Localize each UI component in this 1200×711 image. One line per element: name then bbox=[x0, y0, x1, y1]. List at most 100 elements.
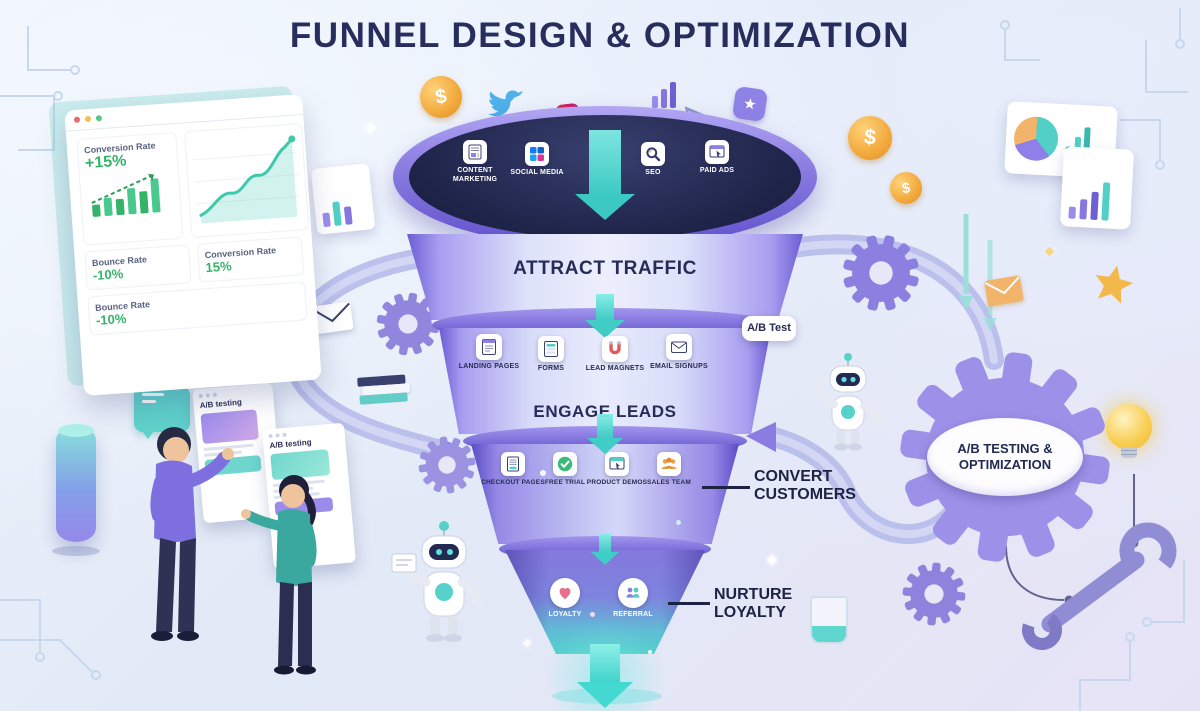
forms-icon bbox=[538, 336, 564, 362]
funnel-item-product-demos: PRODUCT DEMOS bbox=[585, 452, 649, 487]
funnel-item-label: SOCIAL MEDIA bbox=[510, 169, 564, 176]
funnel-item-email-signups: EMAIL SIGNUPS bbox=[647, 334, 711, 372]
gear-icon bbox=[418, 436, 476, 494]
checkout-pages-icon bbox=[501, 452, 525, 476]
glow-dot bbox=[676, 520, 681, 525]
star-icon bbox=[1095, 265, 1134, 304]
convert-connector-line bbox=[702, 486, 750, 489]
paid-ads-icon bbox=[705, 140, 729, 164]
funnel-item-sales-team: SALES TEAM bbox=[637, 452, 701, 487]
flow-arrow-2-head bbox=[587, 438, 623, 454]
bounce-rate-card: Bounce Rate -10% bbox=[84, 244, 192, 291]
flow-arrow-1-head bbox=[585, 320, 625, 338]
nurture-connector-line bbox=[668, 602, 710, 605]
funnel-item-label: EMAIL SIGNUPS bbox=[650, 363, 708, 370]
bar-chart-icon bbox=[652, 82, 676, 108]
lead-magnet-icon bbox=[602, 336, 628, 362]
conversion-rate-mini-card: Conversion Rate 15% bbox=[196, 236, 305, 283]
robot-assistant bbox=[812, 353, 882, 451]
funnel-item-label: LEAD MAGNETS bbox=[585, 365, 645, 372]
entry-arrow-head bbox=[575, 194, 635, 220]
funnel-item-label: LOYALTY bbox=[548, 611, 582, 618]
funnel-item-label: SEO bbox=[645, 169, 661, 176]
exit-arrow-head bbox=[577, 682, 633, 708]
robot-helper bbox=[391, 521, 483, 642]
bounce-rate-mini-card: Bounce Rate -10% bbox=[87, 281, 308, 336]
nurture-loyalty-label: NURTURE LOYALTY bbox=[714, 586, 793, 621]
flow-arrow-3 bbox=[599, 534, 611, 554]
content-marketing-icon bbox=[463, 140, 487, 164]
flow-arrow-2 bbox=[597, 414, 613, 440]
referral-people-icon bbox=[618, 578, 648, 608]
gear-icon bbox=[842, 234, 920, 312]
window-dot-red bbox=[73, 116, 81, 123]
beaker-icon bbox=[810, 596, 848, 644]
email-signup-icon bbox=[666, 334, 692, 360]
ribbon-arrowhead-left bbox=[746, 422, 776, 452]
flow-arrow-3-head bbox=[591, 552, 619, 565]
glow-dot bbox=[540, 470, 546, 476]
funnel-item-checkout-pages: CHECKOUT PAGES bbox=[481, 452, 545, 487]
funnel-item-paid-ads: PAID ADS bbox=[685, 140, 749, 176]
glass-cylinder-icon bbox=[52, 424, 100, 556]
people-illustration bbox=[150, 427, 317, 675]
ab-testing-gear-label: A/B TESTING & OPTIMIZATION bbox=[957, 441, 1053, 472]
social-media-icon bbox=[525, 142, 549, 166]
person-man bbox=[150, 427, 234, 641]
flow-arrow-1 bbox=[596, 294, 614, 322]
free-trial-check-icon bbox=[553, 452, 577, 476]
funnel-item-referral: REFERRAL bbox=[601, 578, 665, 620]
funnel-item-label: CONTENT MARKETING bbox=[452, 167, 498, 183]
funnel-item-seo: SEO bbox=[621, 142, 685, 178]
exit-arrow bbox=[590, 644, 620, 684]
funnel-item-forms: FORMS bbox=[519, 336, 583, 374]
conversion-rate-card: Conversion Rate +15% bbox=[76, 131, 184, 246]
pie-chart-icon bbox=[1012, 115, 1060, 162]
gear-icon bbox=[902, 562, 966, 626]
stage-engage-label: ENGAGE LEADS bbox=[533, 402, 677, 421]
envelope-icon bbox=[984, 275, 1024, 307]
wrench-icon bbox=[1022, 522, 1177, 650]
funnel-item-content-marketing: CONTENT MARKETING bbox=[443, 140, 507, 185]
funnel-item-label: PAID ADS bbox=[699, 167, 735, 174]
funnel-item-social-media: SOCIAL MEDIA bbox=[505, 142, 569, 178]
funnel-item-lead-magnets: LEAD MAGNETS bbox=[583, 336, 647, 374]
panel-body: Conversion Rate +15% bbox=[66, 115, 318, 344]
sales-team-icon bbox=[657, 452, 681, 476]
funnel-item-landing-pages: LANDING PAGES bbox=[457, 334, 521, 372]
twitter-bird-icon bbox=[488, 90, 524, 117]
funnel-item-label: CHECKOUT PAGES bbox=[481, 479, 545, 486]
lightbulb-icon bbox=[1106, 404, 1152, 458]
funnel-item-label: SALES TEAM bbox=[647, 479, 691, 486]
marketing-funnel: CONTENT MARKETING SOCIAL MEDIA SEO PAID … bbox=[393, 106, 817, 711]
seo-magnifier-icon bbox=[641, 142, 665, 166]
mini-chart-card bbox=[310, 163, 376, 235]
entry-arrow bbox=[589, 130, 621, 196]
funnel-item-label: FREE TRIAL bbox=[544, 479, 586, 486]
ab-test-badge: A/B Test bbox=[742, 316, 796, 341]
gear-icon bbox=[376, 292, 440, 356]
bar-chart-card bbox=[1059, 146, 1135, 230]
funnel-item-label: LANDING PAGES bbox=[458, 363, 520, 370]
product-demo-icon bbox=[605, 452, 629, 476]
funnel-item-label: FORMS bbox=[537, 365, 565, 372]
landing-pages-icon bbox=[476, 334, 502, 360]
convert-customers-label: CONVERT CUSTOMERS bbox=[754, 468, 856, 503]
line-chart bbox=[193, 135, 300, 224]
funnel-item-free-trial: FREE TRIAL bbox=[533, 452, 597, 487]
page-title: FUNNEL DESIGN & OPTIMIZATION bbox=[289, 16, 911, 55]
person-woman bbox=[241, 475, 317, 675]
trend-chart-card bbox=[184, 123, 310, 239]
funnel-item-loyalty: LOYALTY bbox=[533, 578, 597, 620]
chat-bubble-icon bbox=[134, 386, 190, 439]
glow-dot bbox=[590, 612, 595, 617]
stage-attract-label: ATTRACT TRAFFIC bbox=[513, 258, 697, 279]
window-dot-green bbox=[95, 115, 103, 122]
glow-dot bbox=[648, 650, 652, 654]
funnel-item-label: REFERRAL bbox=[613, 611, 653, 618]
envelope-icon bbox=[310, 301, 354, 335]
analytics-panel: Conversion Rate +15% bbox=[64, 94, 322, 396]
loyalty-heart-icon bbox=[550, 578, 580, 608]
